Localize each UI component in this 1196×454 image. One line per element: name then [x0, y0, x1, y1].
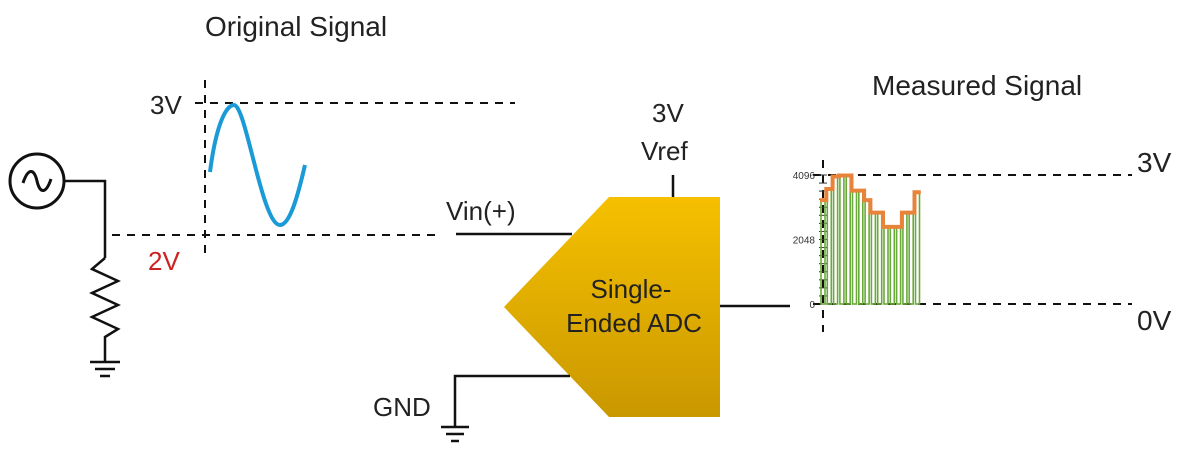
- adc-block: [504, 197, 720, 417]
- sample-bar: [870, 211, 877, 305]
- gnd-wire: [453, 374, 570, 427]
- sample-bar: [908, 211, 915, 305]
- sample-bar: [839, 174, 845, 305]
- sample-bar: [857, 189, 864, 305]
- adc-ground-icon: [441, 425, 469, 443]
- ground-icon: [90, 360, 120, 378]
- sample-bar: [889, 226, 896, 305]
- resistor-icon: [89, 257, 121, 362]
- vref-value-label: 3V: [652, 98, 684, 128]
- adc-label-line1: Single-: [591, 274, 672, 304]
- sample-bar: [895, 226, 902, 305]
- measured-signal-chart: 4096 2048 0: [793, 160, 1132, 332]
- sample-bar: [864, 199, 870, 305]
- gnd-label: GND: [373, 392, 431, 422]
- y-tick-label: 0: [809, 300, 815, 311]
- y-tick-label: 2048: [793, 236, 816, 247]
- measured-signal-title: Measured Signal: [872, 70, 1082, 101]
- sample-bar: [826, 188, 833, 305]
- measured-0v-label: 0V: [1137, 305, 1172, 336]
- vin-label: Vin(+): [446, 196, 516, 226]
- step-line: [820, 173, 921, 229]
- original-2v-label: 2V: [148, 246, 180, 276]
- vref-name-label: Vref: [641, 136, 688, 166]
- y-tick-label: 4096: [793, 171, 816, 182]
- original-3v-label: 3V: [150, 90, 182, 120]
- measured-3v-label: 3V: [1137, 147, 1172, 178]
- sample-bar: [845, 174, 852, 305]
- source-wire: [64, 179, 107, 258]
- adc-label-line2: Ended ADC: [566, 308, 702, 338]
- original-signal-title: Original Signal: [205, 11, 387, 42]
- sample-bar: [832, 175, 839, 305]
- sample-bar: [851, 189, 858, 305]
- sine-wave: [208, 102, 307, 228]
- ac-source-icon: [8, 152, 66, 210]
- sample-bar: [883, 226, 889, 305]
